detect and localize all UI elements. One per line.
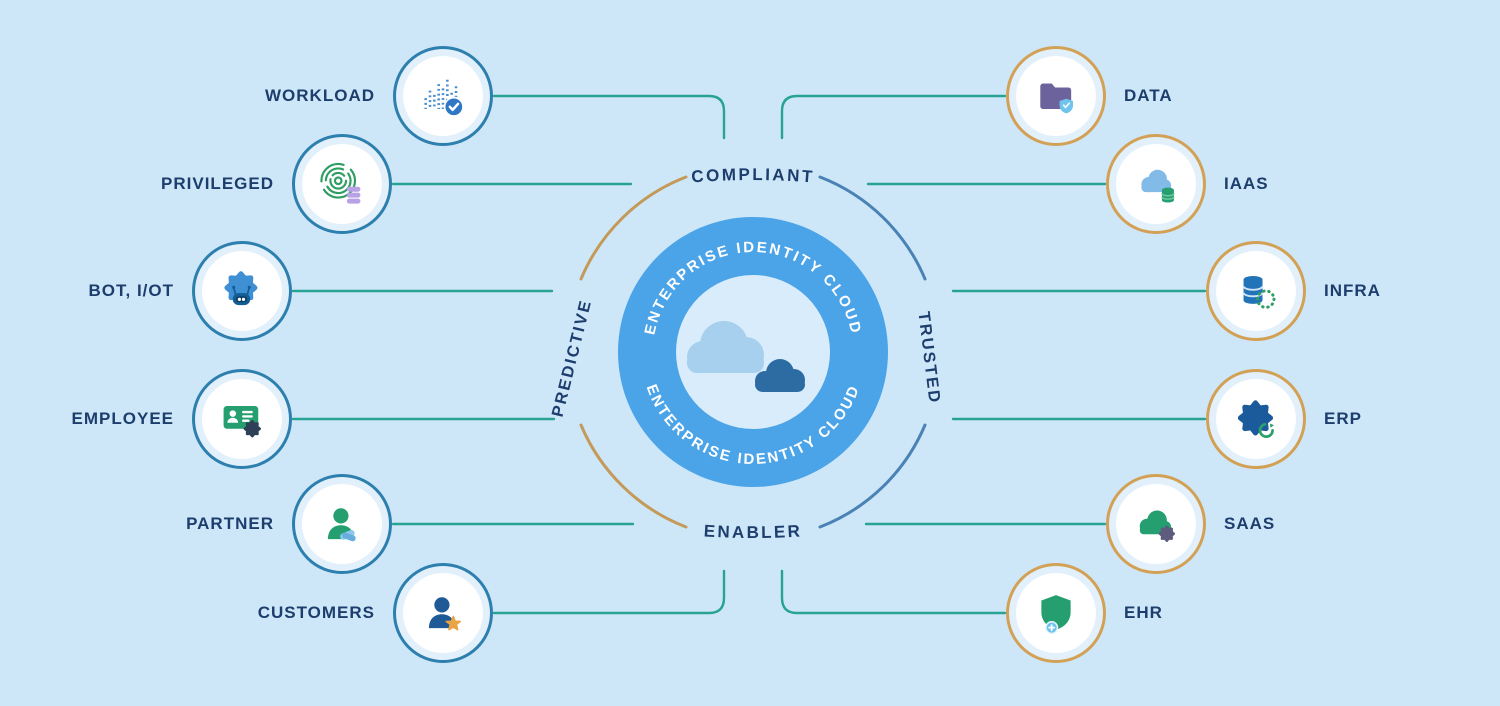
- node-bot-iot-circle: [192, 241, 292, 341]
- node-privileged-label: PRIVILEGED: [161, 174, 274, 193]
- node-erp-label: ERP: [1324, 409, 1362, 428]
- person-handshake-icon: [327, 508, 356, 542]
- quadrant-label-compliant: COMPLIANT: [691, 165, 816, 187]
- node-infra-label: INFRA: [1324, 281, 1381, 300]
- bot-gear-icon: [224, 271, 258, 306]
- node-ehr: EHR: [1006, 563, 1163, 663]
- node-data: DATA: [1006, 46, 1173, 146]
- node-saas-label: SAAS: [1224, 514, 1276, 533]
- node-workload-circle: [393, 46, 493, 146]
- id-card-gear-icon: [223, 406, 261, 438]
- quadrant-label-enabler-text: ENABLER: [703, 521, 800, 542]
- arc-top-right: [818, 175, 927, 281]
- node-erp: ERP: [1206, 369, 1362, 469]
- node-iaas-circle: [1106, 134, 1206, 234]
- connector-lines: [291, 94, 1207, 615]
- node-infra: INFRA: [1206, 241, 1381, 341]
- node-employee: EMPLOYEE: [72, 369, 292, 469]
- node-employee-circle: [192, 369, 292, 469]
- gear-sync-icon: [1237, 400, 1274, 439]
- node-ehr-circle: [1006, 563, 1106, 663]
- folder-shield-icon: [1040, 83, 1074, 114]
- arc-bottom-right: [818, 423, 927, 529]
- quadrant-label-enabler: ENABLER: [703, 521, 802, 542]
- quadrant-arcs: [579, 175, 927, 529]
- node-employee-label: EMPLOYEE: [71, 409, 174, 428]
- node-ehr-label: EHR: [1124, 603, 1163, 622]
- fingerprint-database-icon: [320, 162, 361, 204]
- connector-data: [780, 94, 1007, 140]
- arc-bottom-left: [579, 423, 688, 529]
- node-partner-circle: [292, 474, 392, 574]
- node-customers-circle: [393, 563, 493, 663]
- node-erp-circle: [1206, 369, 1306, 469]
- node-saas: SAAS: [1106, 474, 1275, 574]
- connector-customers: [492, 569, 726, 615]
- cloud-gear-icon: [1139, 510, 1176, 542]
- node-partner: PARTNER: [186, 474, 392, 574]
- arc-top-left: [579, 175, 688, 281]
- node-iaas-label: IAAS: [1224, 174, 1269, 193]
- clouds-icon: [687, 321, 805, 392]
- quadrant-label-trusted: TRUSTED: [914, 311, 943, 406]
- quadrant-label-predictive: PREDICTIVE: [549, 297, 596, 419]
- quadrant-label-compliant-text: COMPLIANT: [691, 165, 813, 187]
- node-customers-label: CUSTOMERS: [257, 603, 375, 622]
- node-data-label: DATA: [1124, 86, 1173, 105]
- shield-plus-icon: [1041, 595, 1071, 635]
- node-customers: CUSTOMERS: [258, 563, 493, 663]
- connector-workload: [492, 94, 726, 140]
- node-data-circle: [1006, 46, 1106, 146]
- workload-dots-check-icon: [424, 79, 464, 117]
- person-star-icon: [428, 597, 462, 631]
- node-privileged-circle: [292, 134, 392, 234]
- node-workload: WORKLOAD: [265, 46, 493, 146]
- node-partner-label: PARTNER: [186, 514, 274, 533]
- cloud-database-icon: [1141, 169, 1175, 203]
- node-bot-iot-label: BOT, I/OT: [88, 281, 174, 300]
- database-dotted-ring-icon: [1242, 275, 1276, 309]
- node-infra-circle: [1206, 241, 1306, 341]
- node-iaas: IAAS: [1106, 134, 1269, 234]
- node-workload-label: WORKLOAD: [265, 86, 375, 105]
- node-bot-iot: BOT, I/OT: [88, 241, 292, 341]
- node-saas-circle: [1106, 474, 1206, 574]
- connector-ehr: [780, 569, 1007, 615]
- node-privileged: PRIVILEGED: [161, 134, 392, 234]
